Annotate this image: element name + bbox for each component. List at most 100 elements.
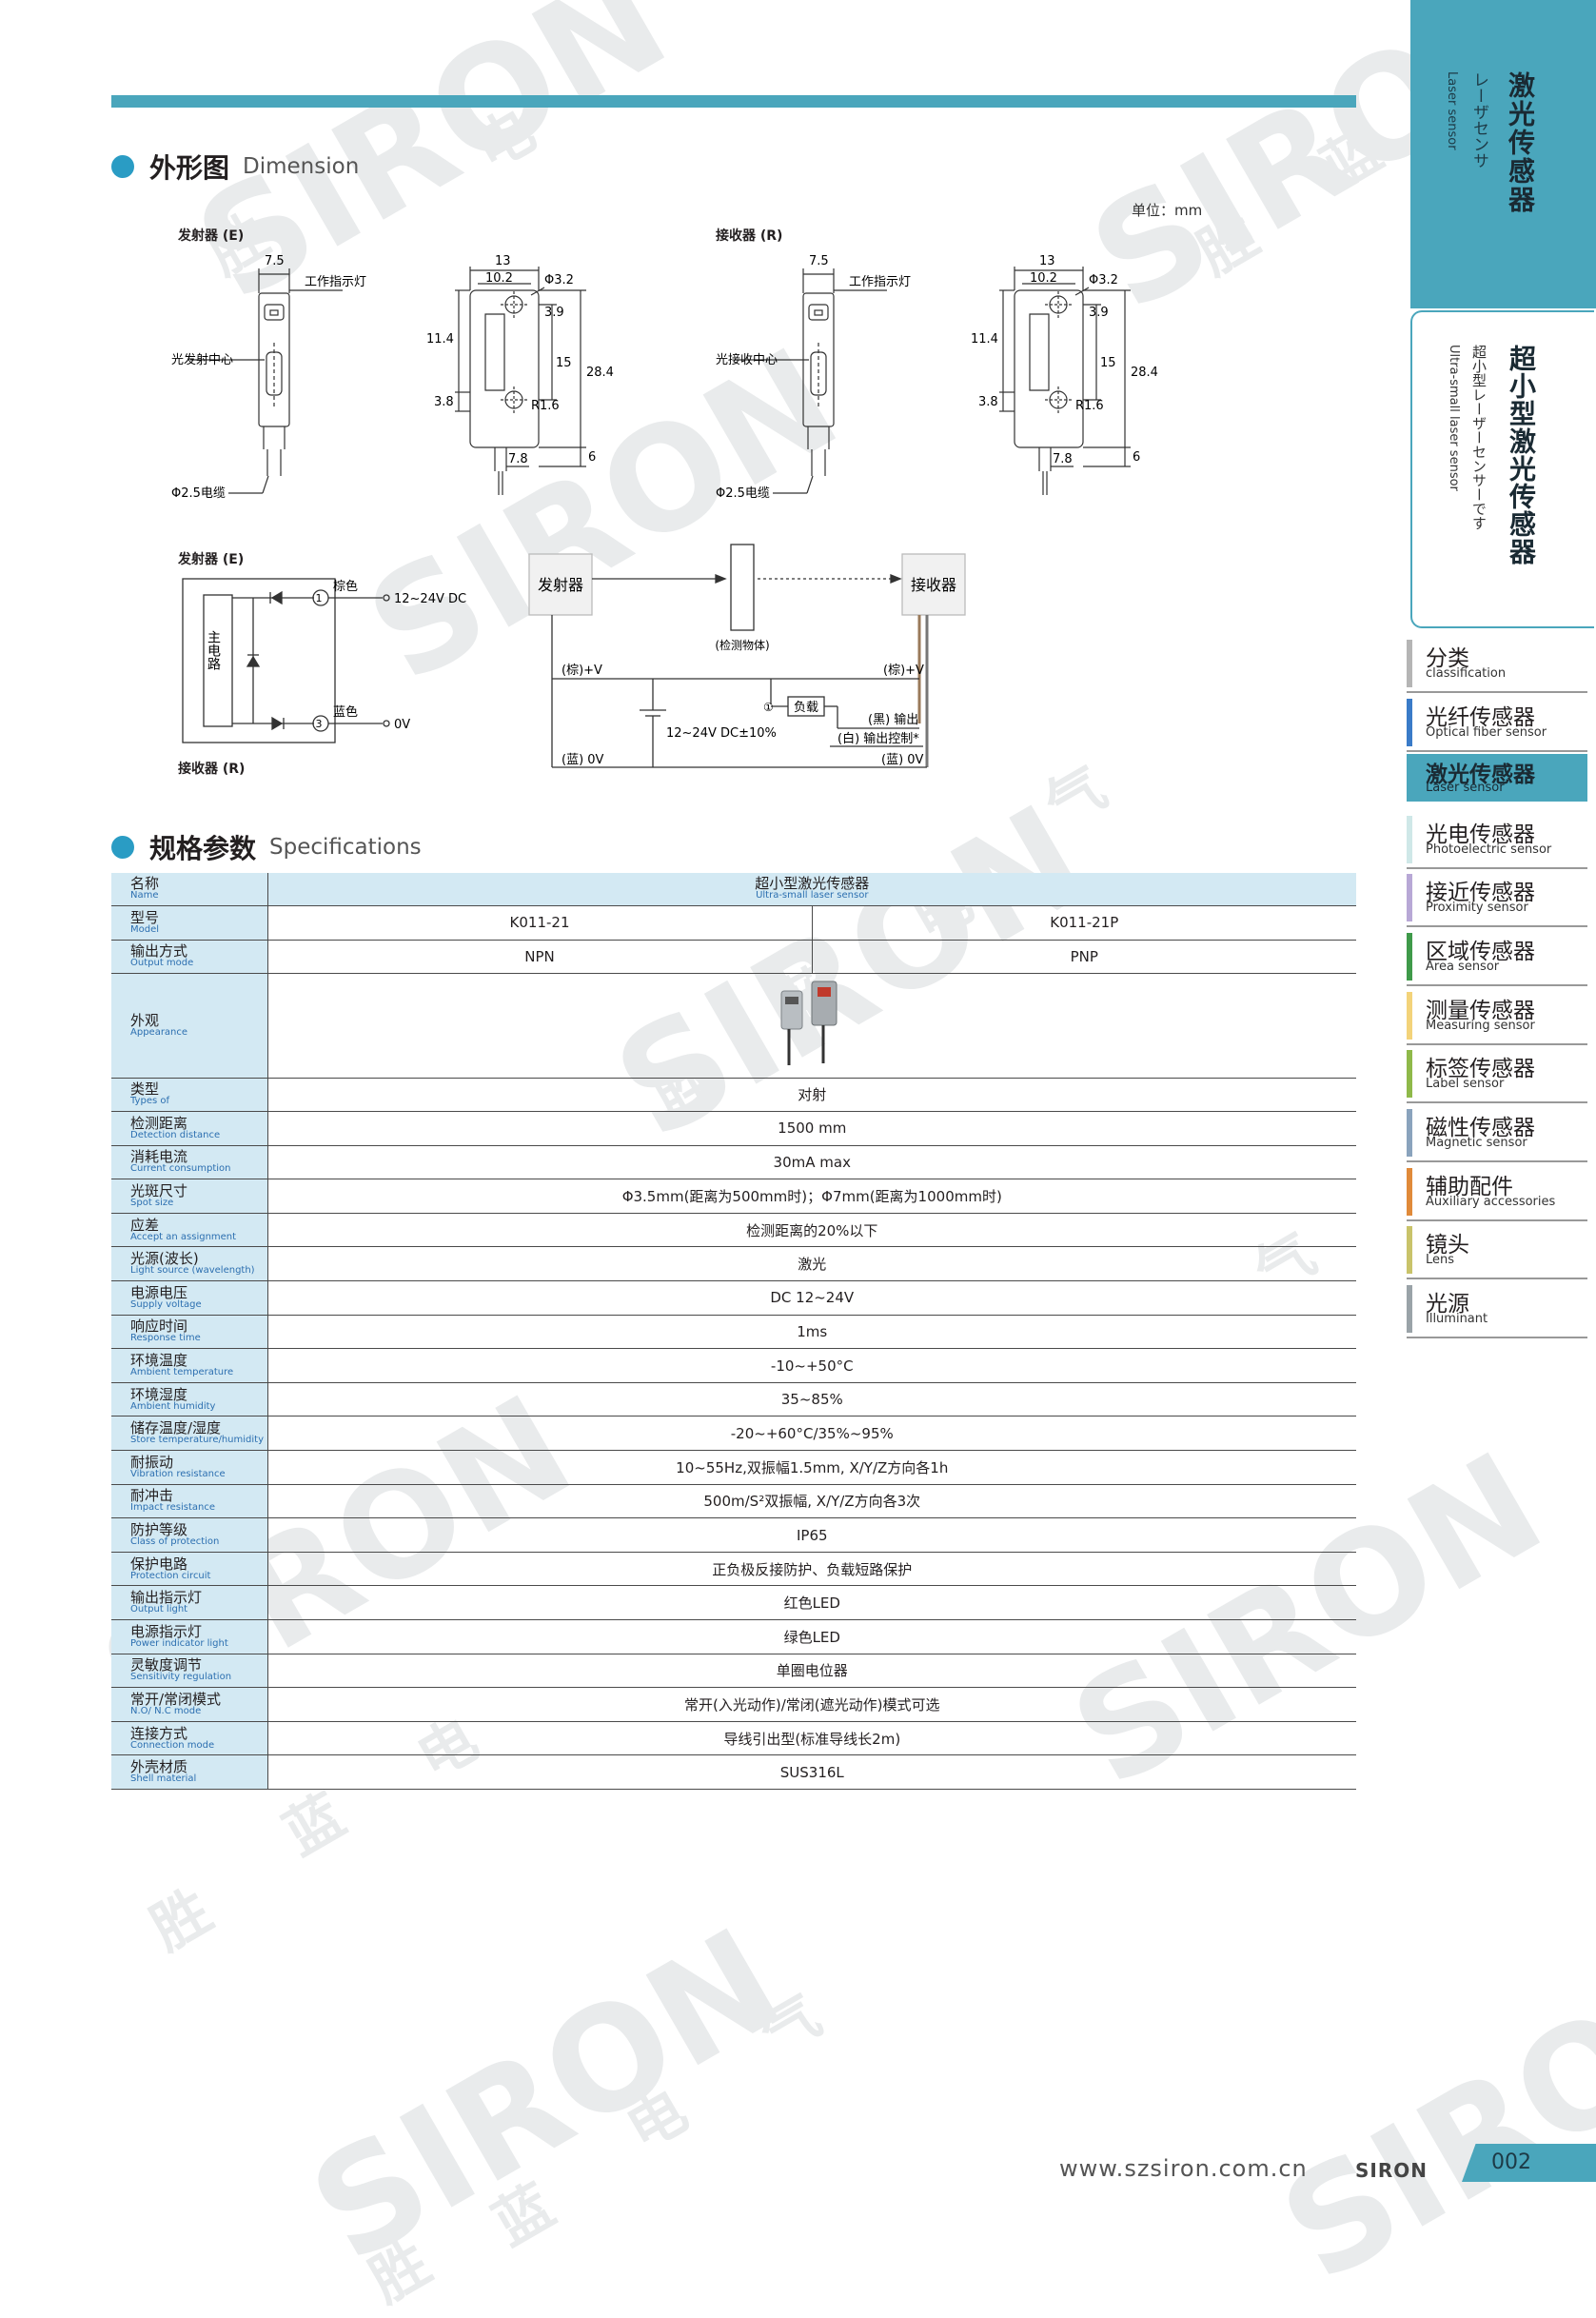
sidebar-item-label: 辅助配件: [1426, 1175, 1513, 1199]
sidebar-item-color-bar: [1407, 1109, 1412, 1157]
dim-10-2: 10.2: [1030, 271, 1057, 286]
load-num: ①: [763, 701, 774, 714]
blue-0v-right: (蓝) 0V: [881, 753, 924, 767]
brown-v-left: (棕)+V: [562, 664, 602, 678]
sidebar-tab-laser-sensor[interactable]: 激光传感器 レーザセンサ Laser sensor: [1410, 0, 1596, 308]
page-number: 002: [1491, 2150, 1531, 2174]
row-value: 单圈电位器: [267, 1654, 1357, 1689]
sidebar-item-sublabel: Auxiliary accessories: [1426, 1195, 1556, 1209]
brown-wire-label: 棕色: [333, 579, 358, 594]
spec-title-zh: 规格参数: [149, 833, 257, 864]
work-led-label: 工作指示灯: [305, 275, 366, 289]
receiver-label: 接收器 (R): [716, 228, 783, 244]
row-value: Φ3.5mm(距离为500mm时)；Φ7mm(距离为1000mm时): [267, 1179, 1357, 1214]
sidebar-item-label: 光纤传感器: [1426, 705, 1535, 730]
row-value: 1ms: [267, 1315, 1357, 1350]
appearance-cell: [267, 973, 1357, 1079]
output-a-cell: NPN: [267, 940, 813, 974]
sidebar-item-label: 镜头: [1426, 1233, 1469, 1258]
tab-title-en: Laser sensor: [1445, 71, 1459, 150]
sidebar-item-sublabel: Measuring sensor: [1426, 1019, 1535, 1033]
sidebar-item-sublabel: Magnetic sensor: [1426, 1136, 1527, 1150]
subtab-title-en: Ultra-small laser sensor: [1447, 345, 1461, 491]
sidebar-item-label: 标签传感器: [1426, 1057, 1535, 1081]
watermark-siron: SIRON: [1256, 1916, 1596, 2314]
dim-15: 15: [1100, 356, 1116, 370]
row-value: 1500 mm: [267, 1111, 1357, 1146]
dim-6: 6: [588, 450, 596, 465]
sidebar-item-color-bar: [1407, 1226, 1412, 1274]
dim-3-9: 3.9: [544, 306, 564, 320]
subtab-title-zh: 超小型激光传感器: [1506, 345, 1537, 565]
sidebar-item-color-bar: [1407, 699, 1412, 746]
emitter-label: 发射器 (E): [178, 228, 245, 244]
sidebar-item-color-bar: [1407, 816, 1412, 863]
sidebar-item-sublabel: Proximity sensor: [1426, 901, 1528, 915]
emitter-dimension-drawing: 7.5 工作指示灯 光发射中心 Φ2.5电缆 13 10.2 Φ3.2 3.9 …: [171, 254, 614, 501]
circuit-receiver-label: 接收器 (R): [178, 762, 246, 777]
row-value: 导线引出型(标准导线长2m): [267, 1721, 1357, 1756]
row-header: 光源(波长)Light source (wavelength): [111, 1246, 268, 1282]
sidebar-item-label: 激光传感器: [1426, 763, 1535, 787]
sidebar-item-sublabel: Illuminant: [1426, 1312, 1488, 1326]
main-circuit-label: 主电路: [206, 630, 221, 670]
row-value: DC 12~24V: [267, 1280, 1357, 1316]
unit-label: 单位：mm: [1132, 202, 1203, 219]
dim-28-4: 28.4: [1131, 366, 1158, 380]
sidebar-item-sublabel: Photoelectric sensor: [1426, 842, 1552, 857]
bullet-icon: [111, 836, 134, 859]
dim-phi32: Φ3.2: [544, 273, 574, 287]
object-label: (检测物体): [715, 638, 769, 652]
sidebar-item-sublabel: Lens: [1426, 1253, 1455, 1267]
row-value: IP65: [267, 1517, 1357, 1553]
row-value: 激光: [267, 1246, 1357, 1282]
footer-url[interactable]: www.szsiron.com.cn: [1059, 2155, 1308, 2182]
sidebar-item-color-bar: [1407, 758, 1412, 805]
zero-v-label: 0V: [394, 718, 410, 732]
sidebar-item-sublabel: Area sensor: [1426, 960, 1500, 974]
table-row: 光源(波长)Light source (wavelength)激光: [111, 1246, 1357, 1282]
sidebar-item-sublabel: Label sensor: [1426, 1077, 1505, 1091]
box-receiver-label: 接收器: [911, 576, 956, 594]
dimension-title-en: Dimension: [243, 154, 360, 179]
dim-7-8: 7.8: [508, 452, 528, 466]
spec-title-en: Specifications: [269, 835, 422, 860]
sidebar-item-color-bar: [1407, 1050, 1412, 1098]
dimension-section-title: 外形图 Dimension: [111, 148, 359, 186]
model-b-cell: K011-21P: [812, 905, 1357, 941]
sidebar-tab-ultra-small[interactable]: 超小型激光传感器 超小型レーザーセンサーです Ultra-small laser…: [1410, 310, 1594, 628]
